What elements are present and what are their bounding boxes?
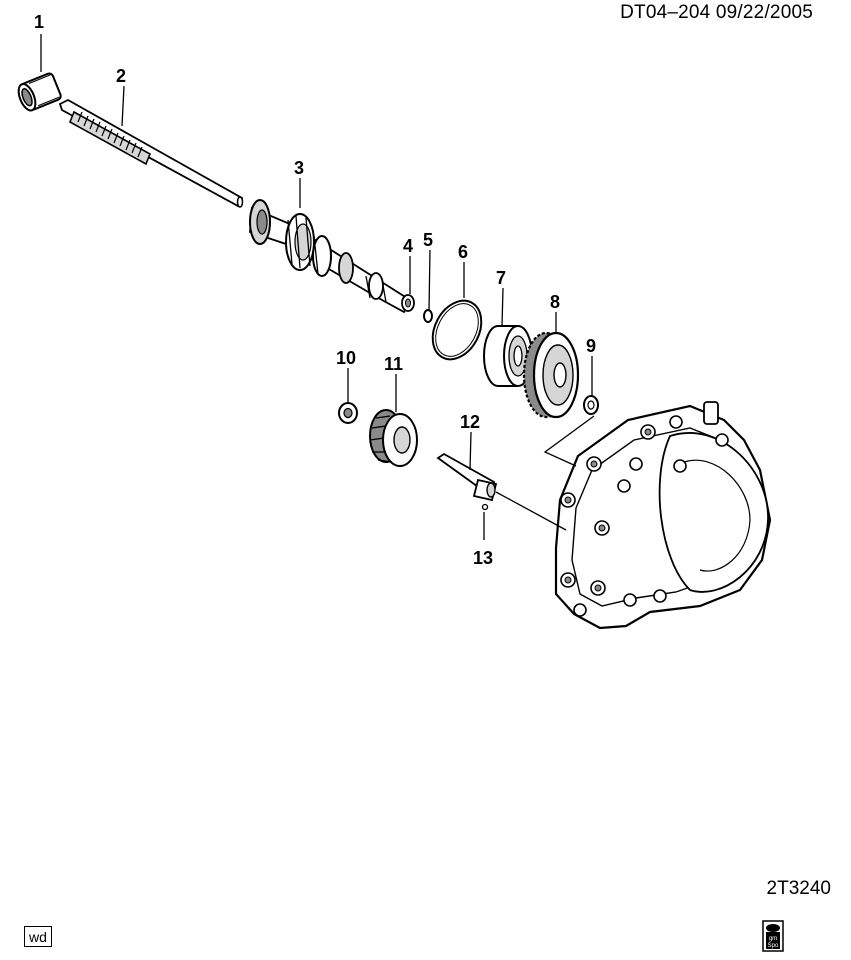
callout-labels: 1 2 3 4 5 6 7 8 9 10 11 12 13 xyxy=(34,12,596,568)
leader-lines xyxy=(40,34,595,540)
part-3-gear-cluster xyxy=(249,199,412,314)
callout-10: 10 xyxy=(336,348,356,368)
part-8-gear xyxy=(522,331,580,419)
callout-12: 12 xyxy=(460,412,480,432)
part-12-idler-shaft xyxy=(436,452,498,502)
callout-2: 2 xyxy=(116,66,126,86)
callout-1: 1 xyxy=(34,12,44,32)
callout-5: 5 xyxy=(423,230,433,250)
part-4-nut xyxy=(401,294,415,312)
callout-11: 11 xyxy=(384,354,403,374)
callout-3: 3 xyxy=(294,158,304,178)
part-10-washer xyxy=(338,402,358,424)
part-5-clip xyxy=(423,309,433,323)
callout-4: 4 xyxy=(403,236,413,256)
part-11-idler-gear xyxy=(369,409,418,467)
callout-8: 8 xyxy=(550,292,560,312)
callout-9: 9 xyxy=(586,336,596,356)
part-9-washer xyxy=(583,395,599,415)
diagram-header-code: DT04–204 09/22/2005 xyxy=(620,2,813,23)
svg-text:Spo: Spo xyxy=(768,943,779,949)
callout-13: 13 xyxy=(473,548,493,568)
callout-7: 7 xyxy=(496,268,506,288)
part-2-shaft xyxy=(58,98,244,208)
part-1-needle-bearing xyxy=(17,72,62,112)
callout-6: 6 xyxy=(458,242,468,262)
drawing-number: 2T3240 xyxy=(766,878,831,899)
gm-spo-logo-icon: gm Spo xyxy=(762,920,784,952)
transmission-case xyxy=(554,401,772,630)
part-13-ball xyxy=(481,503,489,511)
wd-badge: wd xyxy=(24,926,52,947)
svg-text:gm: gm xyxy=(769,936,777,942)
part-6-snap-ring xyxy=(431,299,483,361)
